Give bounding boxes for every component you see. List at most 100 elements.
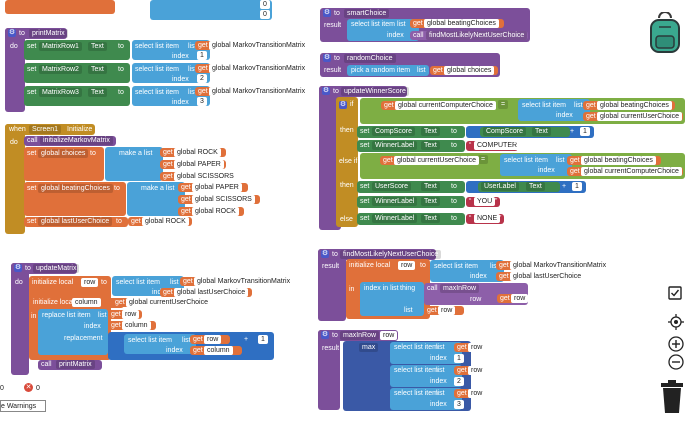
zoom-out-icon[interactable] xyxy=(668,354,684,370)
get-last-user[interactable]: get global lastUserChoice xyxy=(160,288,252,297)
call-find-most-likely[interactable]: call findMostLikelyNextUserChoice xyxy=(410,31,528,40)
set-compscore[interactable]: set CompScore Text to xyxy=(357,126,465,138)
gear-icon[interactable]: ⚙ xyxy=(14,264,22,272)
if-block[interactable] xyxy=(336,97,358,227)
get-current-user[interactable]: get global currentUserChoice xyxy=(583,112,683,121)
findMostLikely-header[interactable]: ⚙ to findMostLikelyNextUserChoice xyxy=(318,249,442,260)
updateMatrix-header[interactable]: ⚙ to updateMatrix xyxy=(11,263,80,274)
procedure-printMatrix[interactable] xyxy=(5,28,25,112)
gear-icon[interactable]: ⚙ xyxy=(339,101,347,109)
get-row[interactable]: get row xyxy=(190,335,230,344)
select-list-item-3[interactable]: select list item list index xyxy=(132,86,210,106)
index-in-list[interactable]: index in list thing list xyxy=(360,282,424,316)
get-scissors[interactable]: get global SCISSORS xyxy=(160,172,237,181)
procedure-name[interactable]: printMatrix xyxy=(29,29,68,38)
select-list-item[interactable]: select list item list index xyxy=(390,342,462,364)
select-list-item[interactable]: select list item list index xyxy=(518,99,590,121)
top-fragment-block[interactable] xyxy=(5,0,115,14)
get-matrix[interactable]: get global MarkovTransitionMatrix xyxy=(180,277,294,286)
get-row[interactable]: get row xyxy=(497,294,529,303)
show-warnings-button[interactable]: e Warnings xyxy=(0,400,46,412)
gear-icon[interactable]: ⚙ xyxy=(8,29,16,37)
set-matrixrow2-block[interactable]: set MatrixRow2 Text to xyxy=(24,63,130,83)
select-list-item[interactable]: select list item list index xyxy=(390,388,462,410)
get-row[interactable]: get row xyxy=(108,310,142,319)
get-row[interactable]: get row xyxy=(424,306,464,315)
get-rock[interactable]: get global ROCK xyxy=(178,207,244,216)
gear-icon[interactable]: ⚙ xyxy=(321,250,329,258)
zoom-in-icon[interactable] xyxy=(668,336,684,352)
gear-icon[interactable]: ⚙ xyxy=(322,87,330,95)
top-num-2[interactable]: 0 xyxy=(260,10,270,19)
set-userscore[interactable]: set UserScore Text to xyxy=(357,181,465,193)
replace-list-item[interactable]: replace list item list index replacement xyxy=(38,309,108,355)
top-num-1[interactable]: 0 xyxy=(260,0,270,9)
updateWinnerScore-header[interactable]: ⚙ to updateWinnerScore xyxy=(319,86,409,97)
get-global-choices[interactable]: get global choices xyxy=(430,66,498,75)
set-winnerlabel[interactable]: set WinnerLabel Text to xyxy=(357,213,465,225)
select-list-item-inner[interactable]: select list item list index xyxy=(124,334,196,354)
set-global-choices[interactable]: set global choices to xyxy=(24,147,104,181)
get-column[interactable]: get column xyxy=(108,321,156,330)
gear-icon[interactable]: ⚙ xyxy=(321,331,329,339)
get-current-computer[interactable]: get global currentComputerChoice xyxy=(567,167,683,176)
select-list-item-1[interactable]: select list item list index xyxy=(132,40,210,60)
get-beating-choices[interactable]: get global beatingChoices xyxy=(583,101,675,110)
screen1-header[interactable]: when Screen1 Initialize xyxy=(5,124,95,135)
maxInRow-header[interactable]: ⚙ to maxInRow row xyxy=(318,330,398,341)
procedure-findMostLikely[interactable] xyxy=(318,249,346,321)
make-a-list-2[interactable]: make a list xyxy=(127,182,185,216)
get-column[interactable]: get column xyxy=(190,346,242,355)
get-row[interactable]: get row xyxy=(454,366,486,375)
get-block[interactable]: get global MarkovTransitionMatrix xyxy=(195,41,309,50)
error-icon[interactable]: ✕ xyxy=(24,383,33,392)
set-matrixrow1-block[interactable]: set MatrixRow1 Text to xyxy=(24,40,130,60)
get-last-user[interactable]: get global lastUserChoice xyxy=(496,272,585,281)
get-current-user[interactable]: get global currentUserChoice xyxy=(112,298,211,307)
get-row[interactable]: get row xyxy=(454,343,486,352)
text-you[interactable]: “ YOU ” xyxy=(466,197,500,207)
select-list-item-2[interactable]: select list item list index xyxy=(132,63,210,83)
gear-icon[interactable]: ⚙ xyxy=(323,54,331,62)
text-computer[interactable]: “ COMPUTER ” xyxy=(466,141,521,151)
get-rock[interactable]: get global ROCK xyxy=(160,148,226,157)
get-paper[interactable]: get global PAPER xyxy=(178,183,248,192)
event-screen1-initialize[interactable] xyxy=(5,124,25,234)
pick-random-item[interactable]: pick a random item list xyxy=(347,65,429,76)
set-matrixrow3-block[interactable]: set MatrixRow3 Text to xyxy=(24,86,130,106)
userlabel-text-getter[interactable]: UserLabel Text xyxy=(478,182,560,192)
backpack-icon[interactable] xyxy=(648,12,682,54)
call-print-matrix[interactable]: call printMatrix xyxy=(38,360,102,370)
get-paper[interactable]: get global PAPER xyxy=(160,160,226,169)
compscore-text-getter[interactable]: CompScore Text xyxy=(480,127,570,137)
set-winnerlabel[interactable]: set WinnerLabel Text to xyxy=(357,196,465,208)
set-last-user-choice[interactable]: set global lastUserChoice to xyxy=(24,217,128,227)
get-scissors[interactable]: get global SCISSORS xyxy=(178,195,260,204)
set-winnerlabel[interactable]: set WinnerLabel Text to xyxy=(357,140,465,152)
get-current-user[interactable]: get global currentUserChoice xyxy=(380,156,479,165)
trash-icon[interactable] xyxy=(660,380,684,414)
get-current-computer[interactable]: get global currentComputerChoice xyxy=(381,101,496,110)
get-beating-choices[interactable]: get global beatingChoices xyxy=(410,19,504,28)
get-block[interactable]: get global MarkovTransitionMatrix xyxy=(195,87,309,96)
select-list-item[interactable]: select list item list index xyxy=(500,154,572,176)
printMatrix-header[interactable]: ⚙ to printMatrix xyxy=(5,28,68,39)
get-row[interactable]: get row xyxy=(454,389,486,398)
set-global-beating[interactable]: set global beatingChoices to xyxy=(24,182,126,216)
select-list-item[interactable]: select list item list index xyxy=(390,365,462,387)
init-local-column[interactable]: initialize local column to xyxy=(30,298,124,308)
target-icon[interactable] xyxy=(668,314,684,330)
select-list-item[interactable]: select list item list index xyxy=(430,260,504,282)
make-a-list-1[interactable]: make a list xyxy=(105,147,163,181)
gear-icon[interactable]: ⚙ xyxy=(323,9,331,17)
procedure-maxInRow[interactable] xyxy=(318,330,340,410)
top-fragment-list[interactable]: 0 0 xyxy=(150,0,272,20)
get-matrix[interactable]: get global MarkovTransitionMatrix xyxy=(496,261,610,270)
select-list-item[interactable]: select list item list index xyxy=(347,19,419,41)
procedure-updateWinnerScore[interactable] xyxy=(319,86,341,230)
procedure-updateMatrix[interactable] xyxy=(11,263,29,375)
text-none[interactable]: “ NONE ” xyxy=(466,214,504,224)
get-rock[interactable]: get global ROCK xyxy=(128,217,192,226)
get-beating-choices[interactable]: get global beatingChoices xyxy=(567,156,661,165)
get-block[interactable]: get global MarkovTransitionMatrix xyxy=(195,64,309,73)
